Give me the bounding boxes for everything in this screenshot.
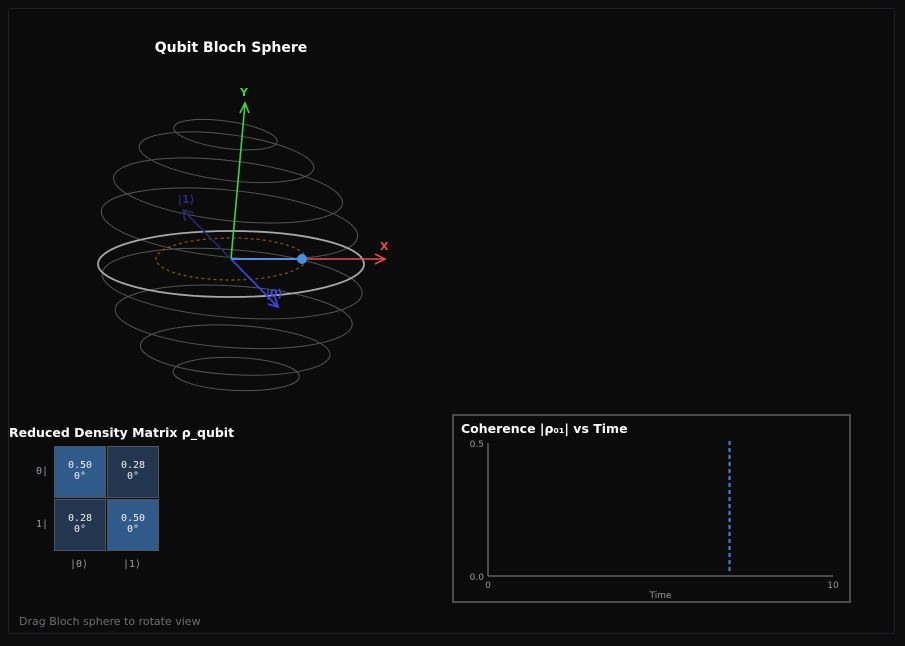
matrix-cell-magnitude: 0.50 — [120, 513, 146, 524]
z-axis-positive-line — [230, 258, 278, 307]
equator-ring — [97, 230, 365, 298]
ket-zero-label: |0⟩ — [266, 287, 283, 300]
y-tick-label: 0.0 — [470, 573, 485, 583]
matrix-row-label: 1| — [36, 519, 49, 530]
latitude-ring — [173, 118, 278, 151]
matrix-cell-phase: 0° — [126, 524, 140, 535]
x-axis-label: X — [380, 240, 389, 253]
latitude-ring — [138, 131, 315, 184]
z-axis-arrowhead — [267, 296, 280, 309]
matrix-cell-magnitude: 0.50 — [67, 460, 93, 471]
ket-one-label: |1⟩ — [178, 193, 195, 206]
y-axis-line — [230, 103, 246, 260]
latitude-ring — [100, 187, 359, 260]
matrix-cell-magnitude: 0.28 — [67, 513, 93, 524]
latitude-ring — [114, 284, 353, 350]
z-axis-negative-line — [183, 210, 232, 260]
bloch-sphere-canvas[interactable]: X Y |0⟩ |1⟩ — [0, 0, 470, 400]
latitude-ring — [139, 324, 331, 376]
y-axis-arrowhead — [239, 101, 250, 114]
latitude-ring — [172, 356, 300, 392]
matrix-col-label: |1⟩ — [123, 559, 142, 570]
y-tick-label: 0.5 — [470, 440, 484, 450]
x-axis-arrowhead — [374, 253, 387, 265]
matrix-col-label: |0⟩ — [70, 559, 89, 570]
sphere-wireframe — [100, 118, 363, 392]
bloch-sphere-title: Qubit Bloch Sphere — [154, 40, 308, 56]
z-axis-negative-arrowhead — [182, 208, 195, 222]
state-point[interactable] — [297, 254, 307, 264]
rotate-hint: Drag Bloch sphere to rotate view — [19, 615, 201, 628]
x-tick-label: 0 — [485, 581, 491, 591]
matrix-cell-phase: 0° — [73, 524, 87, 535]
density-matrix-title: Reduced Density Matrix ρ_qubit — [9, 425, 235, 440]
matrix-row-label: 0| — [36, 466, 49, 477]
x-axis-label: Time — [648, 591, 671, 601]
y-axis-label: Y — [239, 86, 249, 99]
coherence-plot-frame — [452, 414, 851, 603]
matrix-cell-phase: 0° — [126, 471, 140, 482]
latitude-ring — [113, 157, 343, 224]
x-tick-label: 10 — [827, 581, 839, 591]
matrix-cell-magnitude: 0.28 — [120, 460, 146, 471]
matrix-cell-phase: 0° — [73, 471, 87, 482]
coherence-plot-title: Coherence |ρ₀₁| vs Time — [461, 421, 628, 436]
